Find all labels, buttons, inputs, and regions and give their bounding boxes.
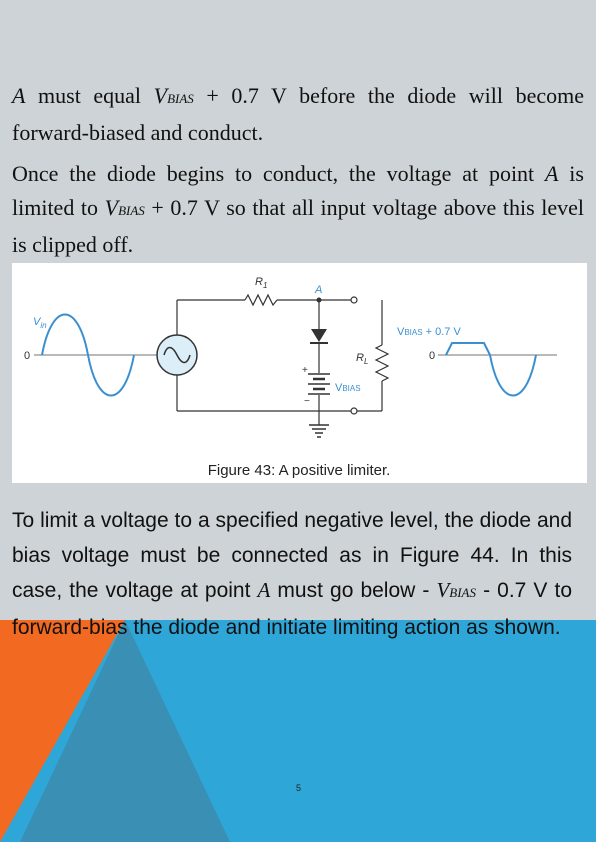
vbias-label: VBIAS bbox=[335, 382, 361, 394]
input-waveform: Vin 0 bbox=[24, 313, 160, 397]
v-text: V bbox=[104, 195, 119, 220]
figure-positive-limiter: Vin 0 bbox=[12, 263, 587, 483]
r1-label: R1 bbox=[255, 276, 267, 290]
ground-icon bbox=[309, 424, 329, 438]
circuit-wiring bbox=[176, 299, 383, 425]
battery-plus-label: + bbox=[302, 365, 308, 376]
text-run: must equal bbox=[25, 83, 154, 108]
battery-vbias-icon bbox=[308, 373, 330, 395]
node-point-a bbox=[316, 297, 322, 303]
text-run: must go below - bbox=[270, 579, 437, 602]
point-a-text: A bbox=[545, 161, 559, 186]
paragraph-3: To limit a voltage to a specified negati… bbox=[12, 503, 572, 645]
text-run: + 0.7 V before the diode will become for… bbox=[12, 83, 584, 145]
input-sine-wave bbox=[41, 313, 135, 397]
bias-subscript: BIAS bbox=[167, 91, 194, 106]
battery-minus-label: − bbox=[304, 396, 310, 407]
resistor-rl-icon: RL bbox=[356, 344, 390, 382]
page-number: 5 bbox=[296, 783, 302, 793]
output-terminal-top bbox=[350, 296, 358, 304]
text-run: is limited to bbox=[12, 161, 584, 220]
point-a-label: A bbox=[314, 284, 322, 296]
output-level-label: VBIAS + 0.7 V bbox=[397, 326, 461, 338]
output-clipped-wave bbox=[445, 342, 537, 397]
text-run: + 0.7 V so that all input voltage above … bbox=[12, 195, 584, 257]
vin-label: Vin bbox=[33, 316, 47, 330]
v-text: V bbox=[153, 83, 168, 108]
rl-label: RL bbox=[356, 352, 368, 366]
output-terminal-bottom bbox=[350, 407, 358, 415]
point-a-text: A bbox=[257, 578, 271, 602]
text-run: - 0.7 V to forward-bias the diode and in… bbox=[12, 579, 572, 639]
output-zero-label: 0 bbox=[429, 350, 435, 362]
bias-subscript: BIAS bbox=[118, 203, 145, 218]
ac-source-icon bbox=[156, 334, 198, 376]
v-text: V bbox=[436, 578, 450, 602]
output-waveform: VBIAS + 0.7 V 0 bbox=[397, 326, 557, 397]
bias-subscript: BIAS bbox=[449, 585, 476, 600]
text-run: To limit a voltage to a specified negati… bbox=[12, 509, 572, 602]
diode-icon bbox=[310, 329, 328, 344]
paragraph-1: A must equal VBIAS + 0.7 V before the di… bbox=[12, 79, 584, 150]
input-zero-label: 0 bbox=[24, 350, 30, 362]
figure-caption: Figure 43: A positive limiter. bbox=[208, 462, 391, 479]
text-run: Once the diode begins to conduct, the vo… bbox=[12, 161, 546, 186]
point-a-text: A bbox=[12, 83, 26, 108]
paragraph-2: Once the diode begins to conduct, the vo… bbox=[12, 157, 584, 262]
resistor-r1-icon: R1 bbox=[244, 276, 278, 307]
